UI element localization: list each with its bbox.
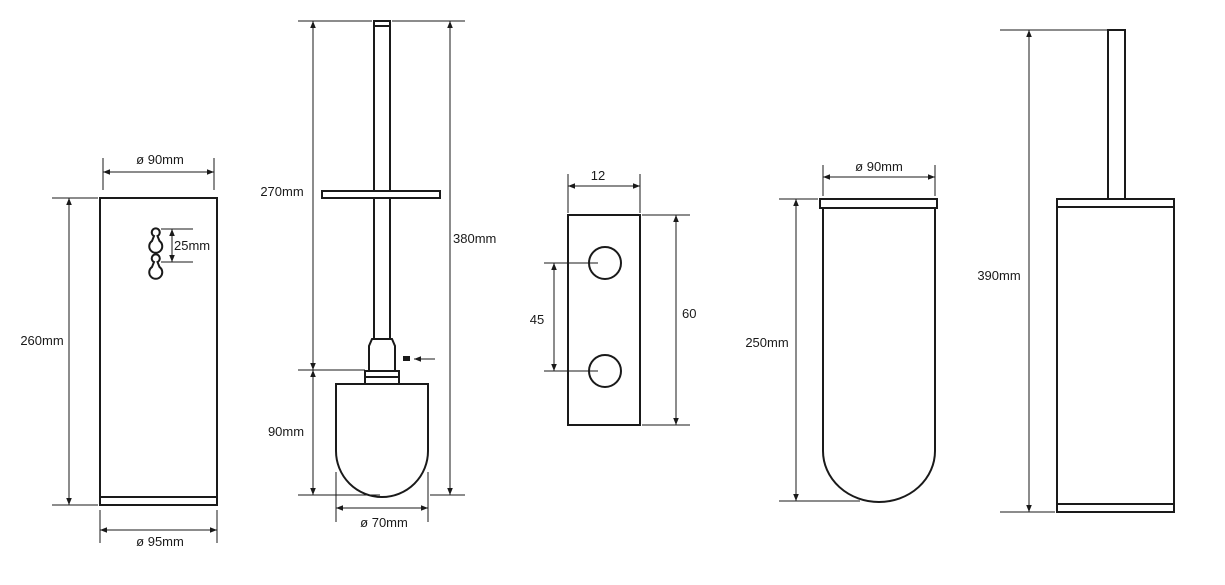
height-label: 260mm	[20, 333, 63, 348]
wall-bracket-view: 12 60 45	[530, 168, 696, 426]
bracket-height-label: 60	[682, 306, 696, 321]
head-height-label: 90mm	[268, 424, 304, 439]
container-front-view: ø 90mm 260mm 25mm ø 95mm	[20, 152, 218, 549]
glass-insert-view: ø 90mm 250mm	[745, 159, 938, 503]
brush-handle	[373, 20, 391, 340]
brush-side-view: 270mm 380mm 90mm ø 70mm	[260, 20, 496, 530]
insert-rim	[819, 198, 938, 209]
insert-height-label: 250mm	[745, 335, 788, 350]
bottom-diameter-label: ø 95mm	[136, 534, 184, 549]
lock-indicator-icon	[403, 356, 410, 361]
insert-cup	[822, 208, 936, 503]
insert-diameter-label: ø 90mm	[855, 159, 903, 174]
brush-head	[335, 383, 429, 498]
assembled-handle	[1107, 29, 1126, 200]
top-diameter-label: ø 90mm	[136, 152, 184, 167]
container-body	[99, 197, 218, 506]
brush-lid-plate	[321, 190, 441, 199]
bracket-width-label: 12	[591, 168, 605, 183]
bracket-plate	[567, 214, 641, 426]
hole-spacing-label: 25mm	[174, 238, 210, 253]
handle-length-label: 270mm	[260, 184, 303, 199]
assembled-view: 390mm	[977, 29, 1175, 513]
head-diameter-label: ø 70mm	[360, 515, 408, 530]
assembled-height-label: 390mm	[977, 268, 1020, 283]
brush-neck	[368, 338, 396, 372]
assembled-body	[1056, 198, 1175, 513]
total-length-label: 380mm	[453, 231, 496, 246]
keyhole-mount-bottom-icon	[148, 253, 164, 280]
keyhole-mount-top-icon	[148, 227, 164, 254]
bracket-hole-spacing-label: 45	[530, 312, 544, 327]
